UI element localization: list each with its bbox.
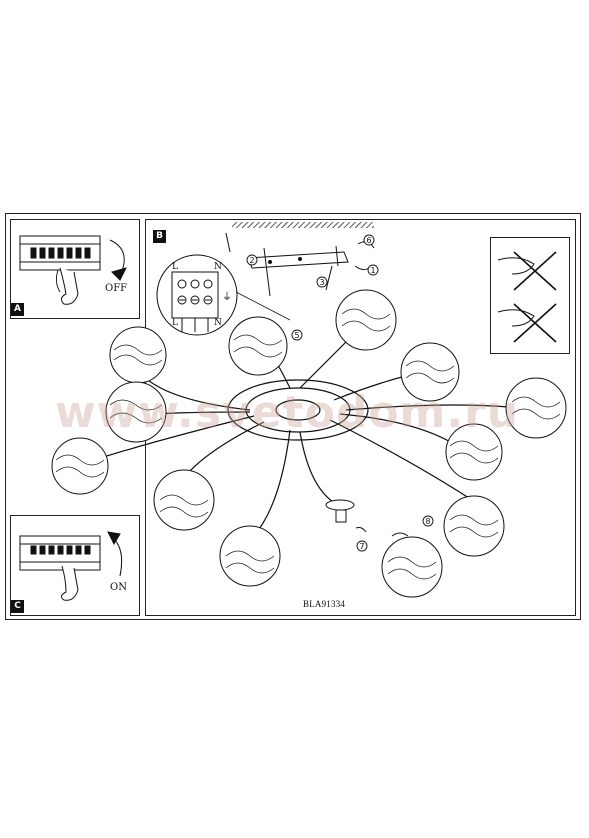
terminal-label-l-top: L bbox=[172, 262, 178, 272]
switch-off-label: OFF bbox=[105, 283, 128, 294]
ceiling-hatch bbox=[232, 222, 374, 228]
svg-text:5: 5 bbox=[295, 331, 300, 340]
earth-icon: ⏚ bbox=[222, 292, 232, 303]
hand-icon-off bbox=[55, 269, 61, 293]
svg-text:3: 3 bbox=[320, 278, 325, 287]
wire-ball-shades bbox=[51, 289, 567, 598]
step-badge-c: C bbox=[11, 600, 24, 613]
terminal-block-magnifier bbox=[156, 254, 291, 336]
wire-ball-texture bbox=[55, 308, 561, 580]
instruction-sheet-frame bbox=[5, 213, 581, 620]
model-code: BLA91334 bbox=[303, 599, 346, 609]
breaker-box-off bbox=[19, 235, 127, 305]
breaker-box-on bbox=[19, 531, 123, 601]
svg-text:6: 6 bbox=[367, 236, 372, 245]
switch-on-label: ON bbox=[110, 582, 127, 593]
do-not-touch-icon bbox=[497, 251, 557, 343]
step-badge-b: B bbox=[153, 230, 166, 243]
svg-text:7: 7 bbox=[360, 542, 365, 551]
panel-do-not-touch-warning bbox=[490, 237, 570, 354]
step-badge-a: A bbox=[11, 303, 24, 316]
lamp-holder bbox=[325, 499, 409, 537]
svg-text:1: 1 bbox=[371, 266, 376, 275]
terminal-label-n-top: N bbox=[214, 262, 222, 272]
svg-text:2: 2 bbox=[250, 256, 255, 265]
terminal-label-l-bottom: L bbox=[172, 318, 178, 328]
svg-text:8: 8 bbox=[426, 517, 431, 526]
mounting-bracket bbox=[225, 232, 375, 297]
terminal-label-n-bottom: N bbox=[214, 318, 222, 328]
